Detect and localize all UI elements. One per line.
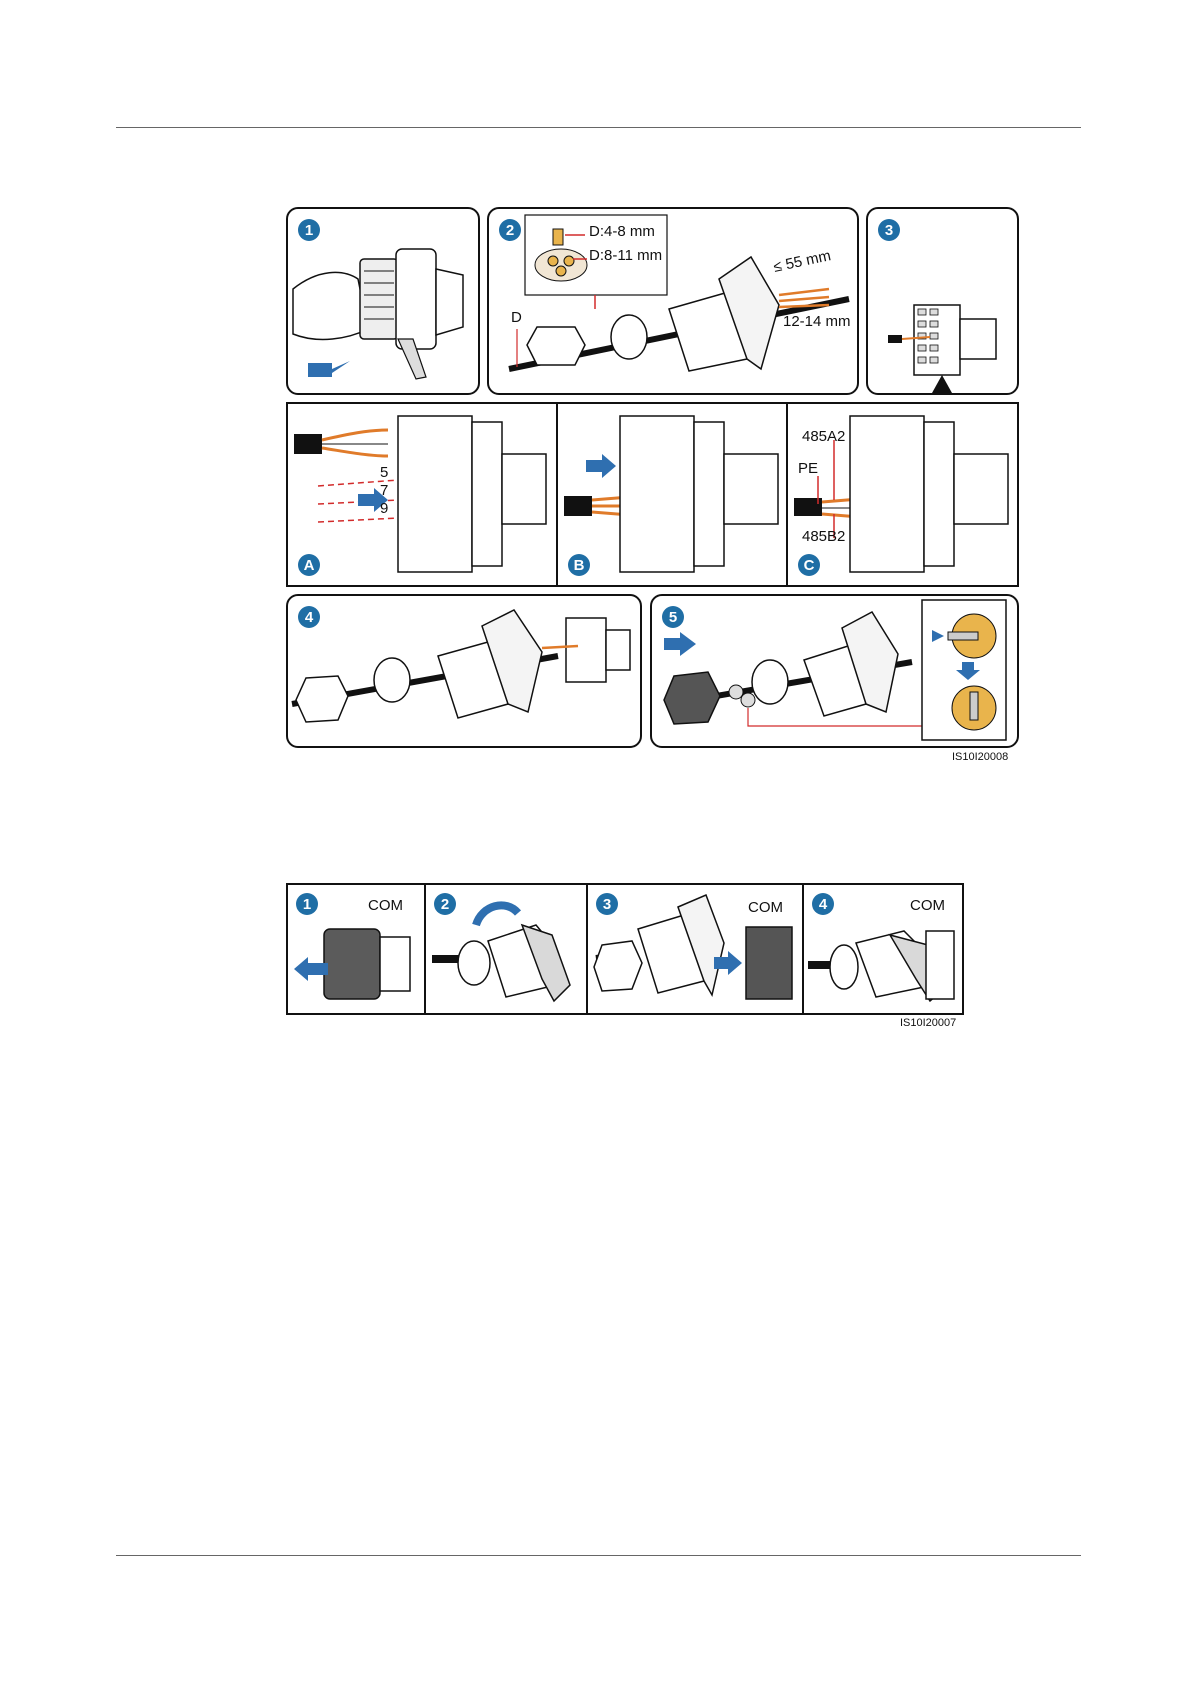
step-badge: 2	[434, 893, 456, 915]
com-label: COM	[910, 897, 945, 914]
substep-badge: C	[798, 554, 820, 576]
assemble-connector-illustration	[288, 596, 640, 746]
terminal-block-illustration	[868, 209, 1017, 393]
d-label: D	[511, 309, 522, 326]
label-pe: PE	[798, 460, 818, 477]
figure-2-step-2: 2	[426, 885, 588, 1013]
com-label: COM	[748, 899, 783, 916]
step-badge: 3	[596, 893, 618, 915]
figure-2: 1 COM 2 3 COM 4 COM	[286, 883, 964, 1015]
step-3-panel: 3	[866, 207, 1019, 395]
substep-badge: A	[298, 554, 320, 576]
step-4-panel: 4	[286, 594, 642, 748]
figure-2-step-1: 1 COM	[288, 885, 426, 1013]
footer-rule	[116, 1555, 1081, 1556]
insert-wires-illustration	[288, 404, 556, 585]
pin-5: 5	[380, 464, 388, 481]
label-485b2: 485B2	[802, 528, 845, 545]
remove-terminal-illustration	[288, 209, 478, 393]
figure-1-code: IS10I20008	[952, 751, 1008, 763]
step-1-panel: 1	[286, 207, 480, 395]
substep-c: 485A2 PE 485B2 C	[788, 404, 1017, 585]
diameter-large-label: D:8-11 mm	[589, 247, 662, 264]
pin-9: 9	[380, 500, 388, 517]
wires-inserted-illustration	[558, 404, 786, 585]
label-485a2: 485A2	[802, 428, 845, 445]
diameter-small-label: D:4-8 mm	[589, 223, 655, 240]
step-2-panel: 2 D:4-8 mm D:8-11 mm D ≤ 55 mm 12-14 mm	[487, 207, 859, 395]
substep-a: 5 7 9 A	[288, 404, 558, 585]
com-label: COM	[368, 897, 403, 914]
substeps-row: 5 7 9 A B	[286, 402, 1019, 587]
step-badge: 1	[296, 893, 318, 915]
strip-core-label: 12-14 mm	[783, 313, 851, 330]
figure-2-code: IS10I20007	[900, 1017, 956, 1029]
header-rule	[116, 127, 1081, 128]
step-5-panel: 5	[650, 594, 1019, 748]
figure-2-step-3: 3 COM	[588, 885, 804, 1013]
figure-2-step-4: 4 COM	[804, 885, 962, 1013]
insert-plugs-illustration	[652, 596, 1017, 746]
step-badge: 4	[812, 893, 834, 915]
cable-strip-illustration	[489, 209, 857, 393]
substep-badge: B	[568, 554, 590, 576]
pin-7: 7	[380, 482, 388, 499]
substep-b: B	[558, 404, 788, 585]
